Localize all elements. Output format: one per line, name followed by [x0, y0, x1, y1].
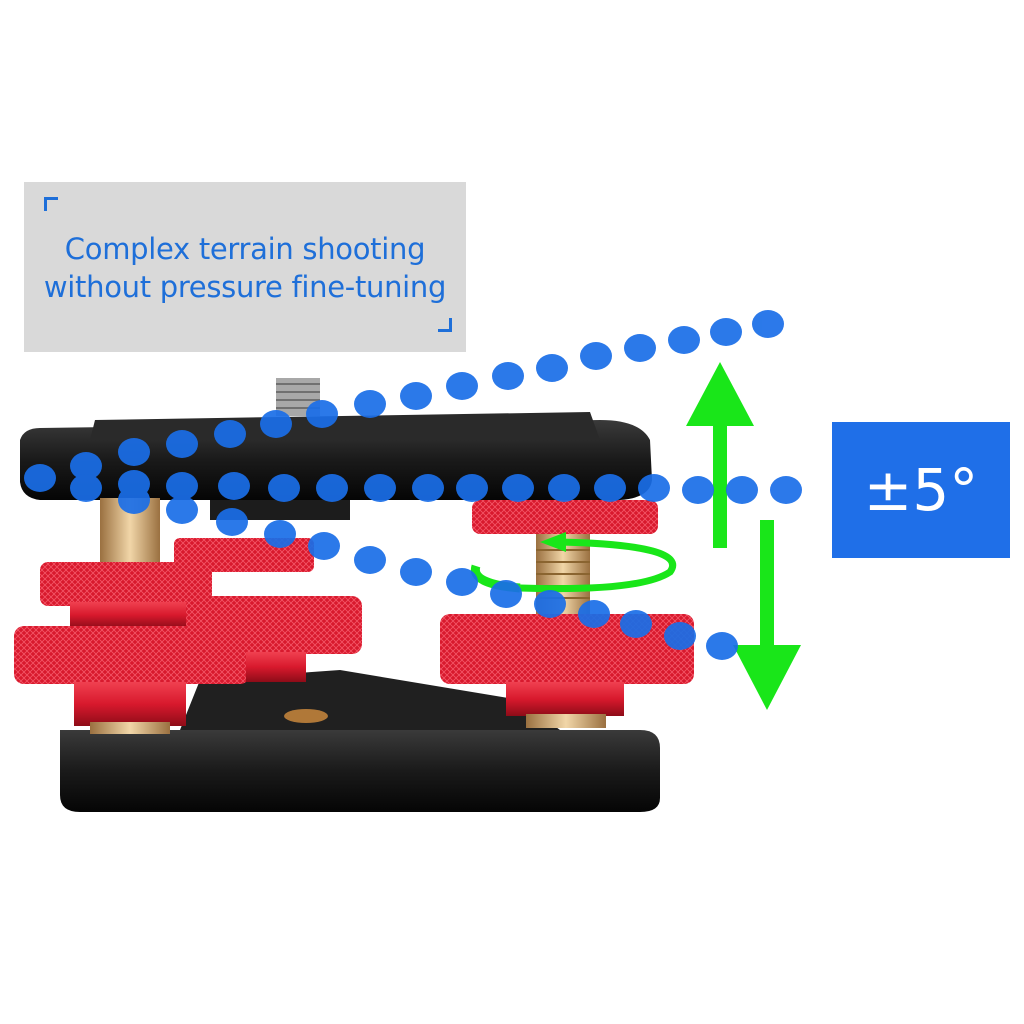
corner-bracket-top-left — [44, 197, 58, 211]
up-arrow-icon — [686, 362, 754, 548]
leveling-knob-left — [14, 498, 250, 734]
tilt-guide-dots — [24, 310, 802, 660]
caption-line-1: Complex terrain shooting — [64, 232, 426, 266]
base-plate — [60, 670, 660, 812]
down-arrow-icon — [733, 520, 801, 710]
caption-box — [24, 182, 466, 352]
angle-badge: ±5° — [832, 422, 1010, 558]
angle-badge-text: ±5° — [863, 456, 979, 524]
corner-bracket-bottom-right — [438, 318, 452, 332]
caption-line-2: without pressure fine-tuning — [43, 270, 447, 304]
